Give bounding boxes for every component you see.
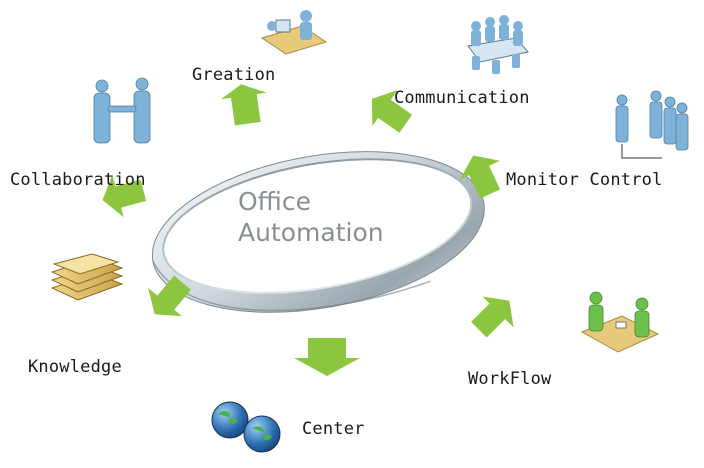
globes-icon bbox=[211, 401, 281, 453]
label-monitor-control: Monitor Control bbox=[506, 170, 663, 190]
label-workflow: WorkFlow bbox=[468, 369, 552, 389]
meeting-desk-icon bbox=[260, 10, 328, 55]
center-title: Office Automation bbox=[238, 186, 384, 248]
arrows bbox=[102, 84, 514, 376]
arrow-collaboration bbox=[102, 174, 147, 218]
label-collaboration: Collaboration bbox=[10, 170, 146, 190]
label-knowledge: Knowledge bbox=[28, 357, 122, 377]
org-chart-people-icon bbox=[615, 90, 689, 159]
arrow-knowledge bbox=[148, 275, 191, 317]
label-creation: Greation bbox=[192, 65, 276, 85]
center-title-line1: Office bbox=[238, 187, 311, 216]
conference-table-icon bbox=[467, 15, 529, 74]
arrow-communication bbox=[371, 89, 413, 133]
books-icon bbox=[50, 253, 124, 301]
label-communication: Communication bbox=[394, 88, 530, 108]
arrow-workflow bbox=[471, 296, 514, 338]
arrow-creation bbox=[221, 84, 267, 126]
arrow-center bbox=[294, 338, 360, 376]
label-center: Center bbox=[302, 419, 365, 439]
center-title-line2: Automation bbox=[238, 218, 384, 247]
central-ring bbox=[151, 151, 485, 313]
arrow-monitor bbox=[460, 155, 501, 199]
two-people-desk-icon bbox=[580, 291, 660, 353]
handshake-icon bbox=[93, 77, 151, 144]
